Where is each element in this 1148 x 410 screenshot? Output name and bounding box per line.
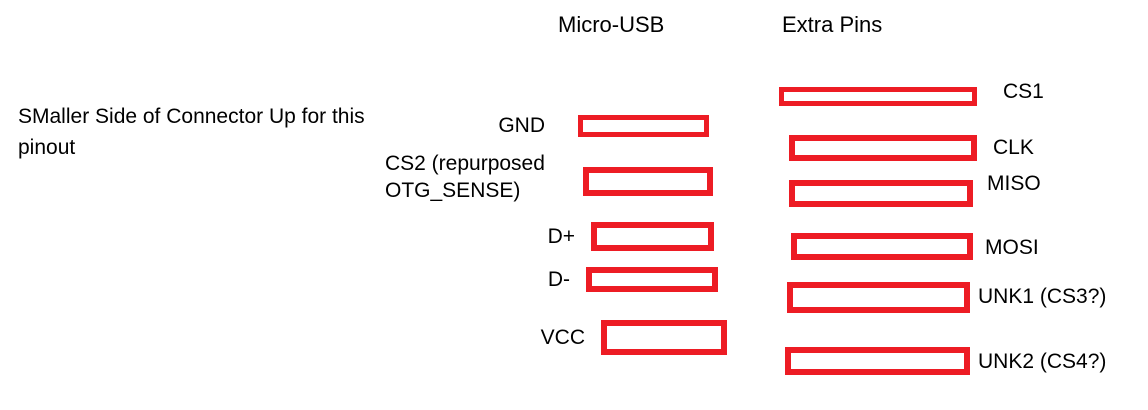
pin-label-mosi: MOSI: [985, 236, 1039, 259]
pin-bar-cs2: [583, 167, 713, 196]
pin-label-clk: CLK: [993, 136, 1034, 159]
pin-label-unk2: UNK2 (CS4?): [978, 350, 1107, 373]
pin-label-cs2: CS2 (repurposed OTG_SENSE): [385, 152, 545, 202]
pin-label-vcc: VCC: [540, 326, 585, 349]
pin-bar-mosi: [791, 233, 973, 260]
pin-bar-vcc: [601, 320, 727, 355]
pin-bar-d-minus: [586, 267, 718, 292]
orientation-note: SMaller Side of Connector Up for this pi…: [18, 105, 365, 159]
pin-label-d-plus: D+: [547, 225, 575, 248]
pin-bar-miso: [789, 180, 973, 207]
pin-label-miso: MISO: [987, 172, 1041, 195]
pin-bar-gnd: [578, 115, 709, 137]
pin-label-cs1: CS1: [1003, 80, 1044, 103]
column-heading-micro-usb: Micro-USB: [558, 12, 665, 37]
pin-bar-clk: [789, 135, 977, 161]
pin-label-unk1: UNK1 (CS3?): [978, 285, 1107, 308]
pin-bar-d-plus: [591, 222, 714, 251]
pin-bar-cs1: [779, 87, 977, 106]
pin-bar-unk2: [785, 347, 970, 375]
column-heading-extra-pins: Extra Pins: [782, 12, 883, 37]
pin-bar-unk1: [787, 282, 970, 313]
pin-label-d-minus: D-: [547, 268, 570, 291]
pin-label-gnd: GND: [498, 114, 545, 137]
